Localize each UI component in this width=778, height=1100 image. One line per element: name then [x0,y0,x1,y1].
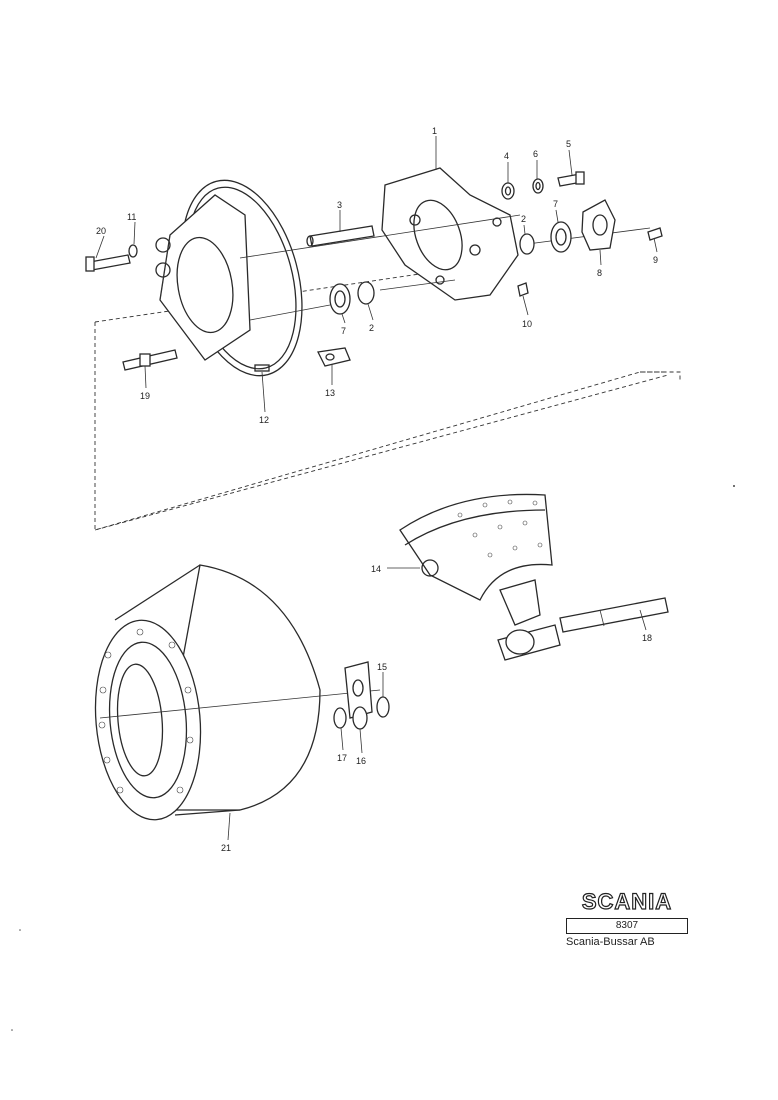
callout-2-upper: 2 [521,214,526,224]
scania-logo-block: SCANIA 8307 Scania-Bussar AB [566,889,688,948]
callout-6: 6 [533,149,538,159]
pin-part [306,225,375,247]
callout-9: 9 [653,255,658,265]
callout-1: 1 [432,126,437,136]
brake-drum-part [94,564,381,821]
callout-4: 4 [504,151,509,161]
scania-logo: SCANIA [581,889,673,914]
callout-12: 12 [259,415,269,425]
drawing-code: 8307 [566,918,688,934]
callout-20: 20 [96,226,106,236]
bolt-parts-left [85,244,138,272]
bearing-parts-left [329,281,529,315]
callout-17: 17 [337,753,347,763]
bearing-parts-right [519,199,663,255]
brake-shoe-part [399,493,553,626]
callout-5: 5 [566,139,571,149]
callout-16: 16 [356,756,366,766]
callout-11: 11 [127,212,136,222]
brake-carrier-part [381,167,519,301]
callout-8: 8 [597,268,602,278]
company-name: Scania-Bussar AB [566,936,655,948]
callout-3: 3 [337,200,342,210]
anchor-plate-part [155,179,303,377]
callout-21: 21 [221,843,231,853]
stud-and-clip-parts [122,347,351,371]
small-parts-lower [333,661,390,730]
callout-numbers: 1 4 6 5 3 2 7 8 9 10 11 20 7 2 19 12 13 … [96,126,658,853]
callout-15: 15 [377,662,387,672]
scan-specks [11,485,735,1031]
leader-lines [95,136,658,841]
cam-shaft-part [497,597,669,661]
callout-2-lower: 2 [369,323,374,333]
callout-18: 18 [642,633,652,643]
callout-19: 19 [140,391,150,401]
callout-10: 10 [522,319,532,329]
callout-14: 14 [371,564,381,574]
callout-7-lower: 7 [341,326,346,336]
callout-13: 13 [325,388,335,398]
small-fasteners-top [501,171,585,200]
callout-7-upper: 7 [553,199,558,209]
